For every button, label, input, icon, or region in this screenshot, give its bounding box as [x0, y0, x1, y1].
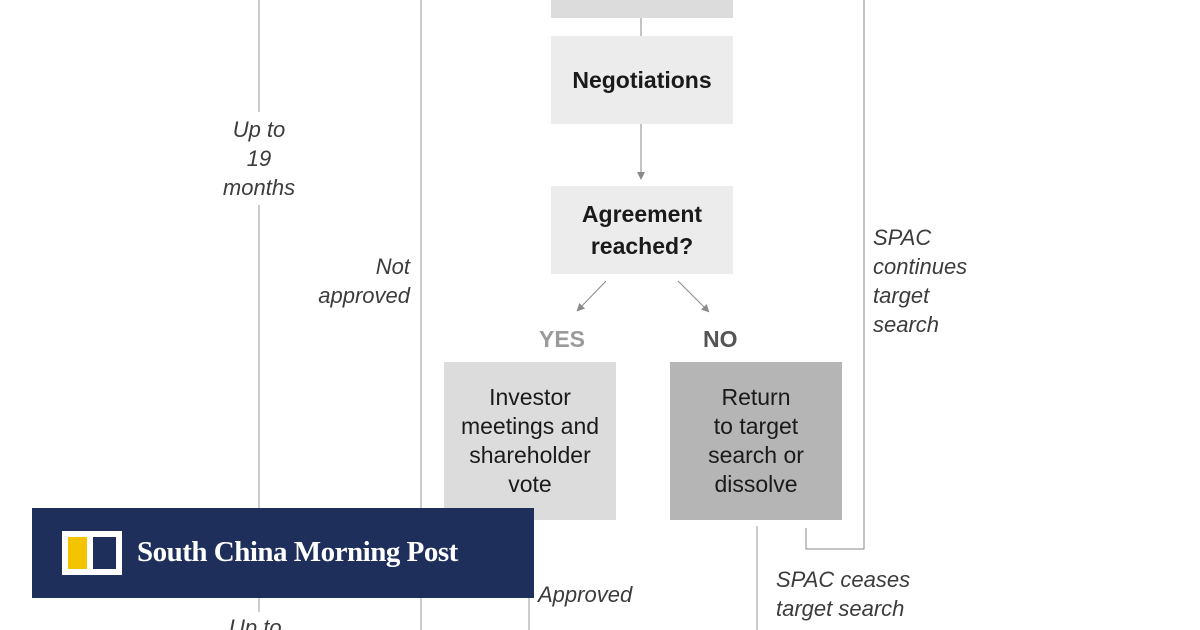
negotiations-label: Negotiations: [572, 67, 712, 93]
arrow-to-no: [677, 280, 710, 313]
scmp-logo-icon: [62, 531, 122, 575]
return-target-box: Return to target search or dissolve: [670, 362, 842, 520]
investor-vote-label: Investor meetings and shareholder vote: [460, 384, 600, 497]
spac-ceases-note: SPAC ceases target search: [776, 567, 911, 621]
not-approved-note: Not approved: [318, 254, 410, 308]
brand-name: South China Morning Post: [137, 536, 458, 568]
scmp-brand-banner[interactable]: South China Morning Post: [32, 508, 534, 598]
agreement-label: Agreement reached?: [581, 201, 703, 259]
yes-label: YES: [539, 326, 586, 352]
agreement-box: Agreement reached?: [551, 186, 733, 274]
continues-search-loop: [805, 0, 865, 550]
investor-vote-box: Investor meetings and shareholder vote: [444, 362, 616, 520]
return-target-label: Return to target search or dissolve: [708, 384, 804, 497]
up-to-bottom-note: Up to: [229, 613, 282, 630]
up-to-19-months-note: Up to 19 months: [208, 115, 310, 202]
arrow-to-yes: [576, 280, 607, 312]
negotiations-box: Negotiations: [551, 36, 733, 124]
no-label: NO: [703, 326, 738, 352]
spac-continues-note: SPAC continues target search: [873, 225, 968, 337]
approved-note: Approved: [538, 582, 633, 607]
previous-step-box: [551, 0, 733, 18]
